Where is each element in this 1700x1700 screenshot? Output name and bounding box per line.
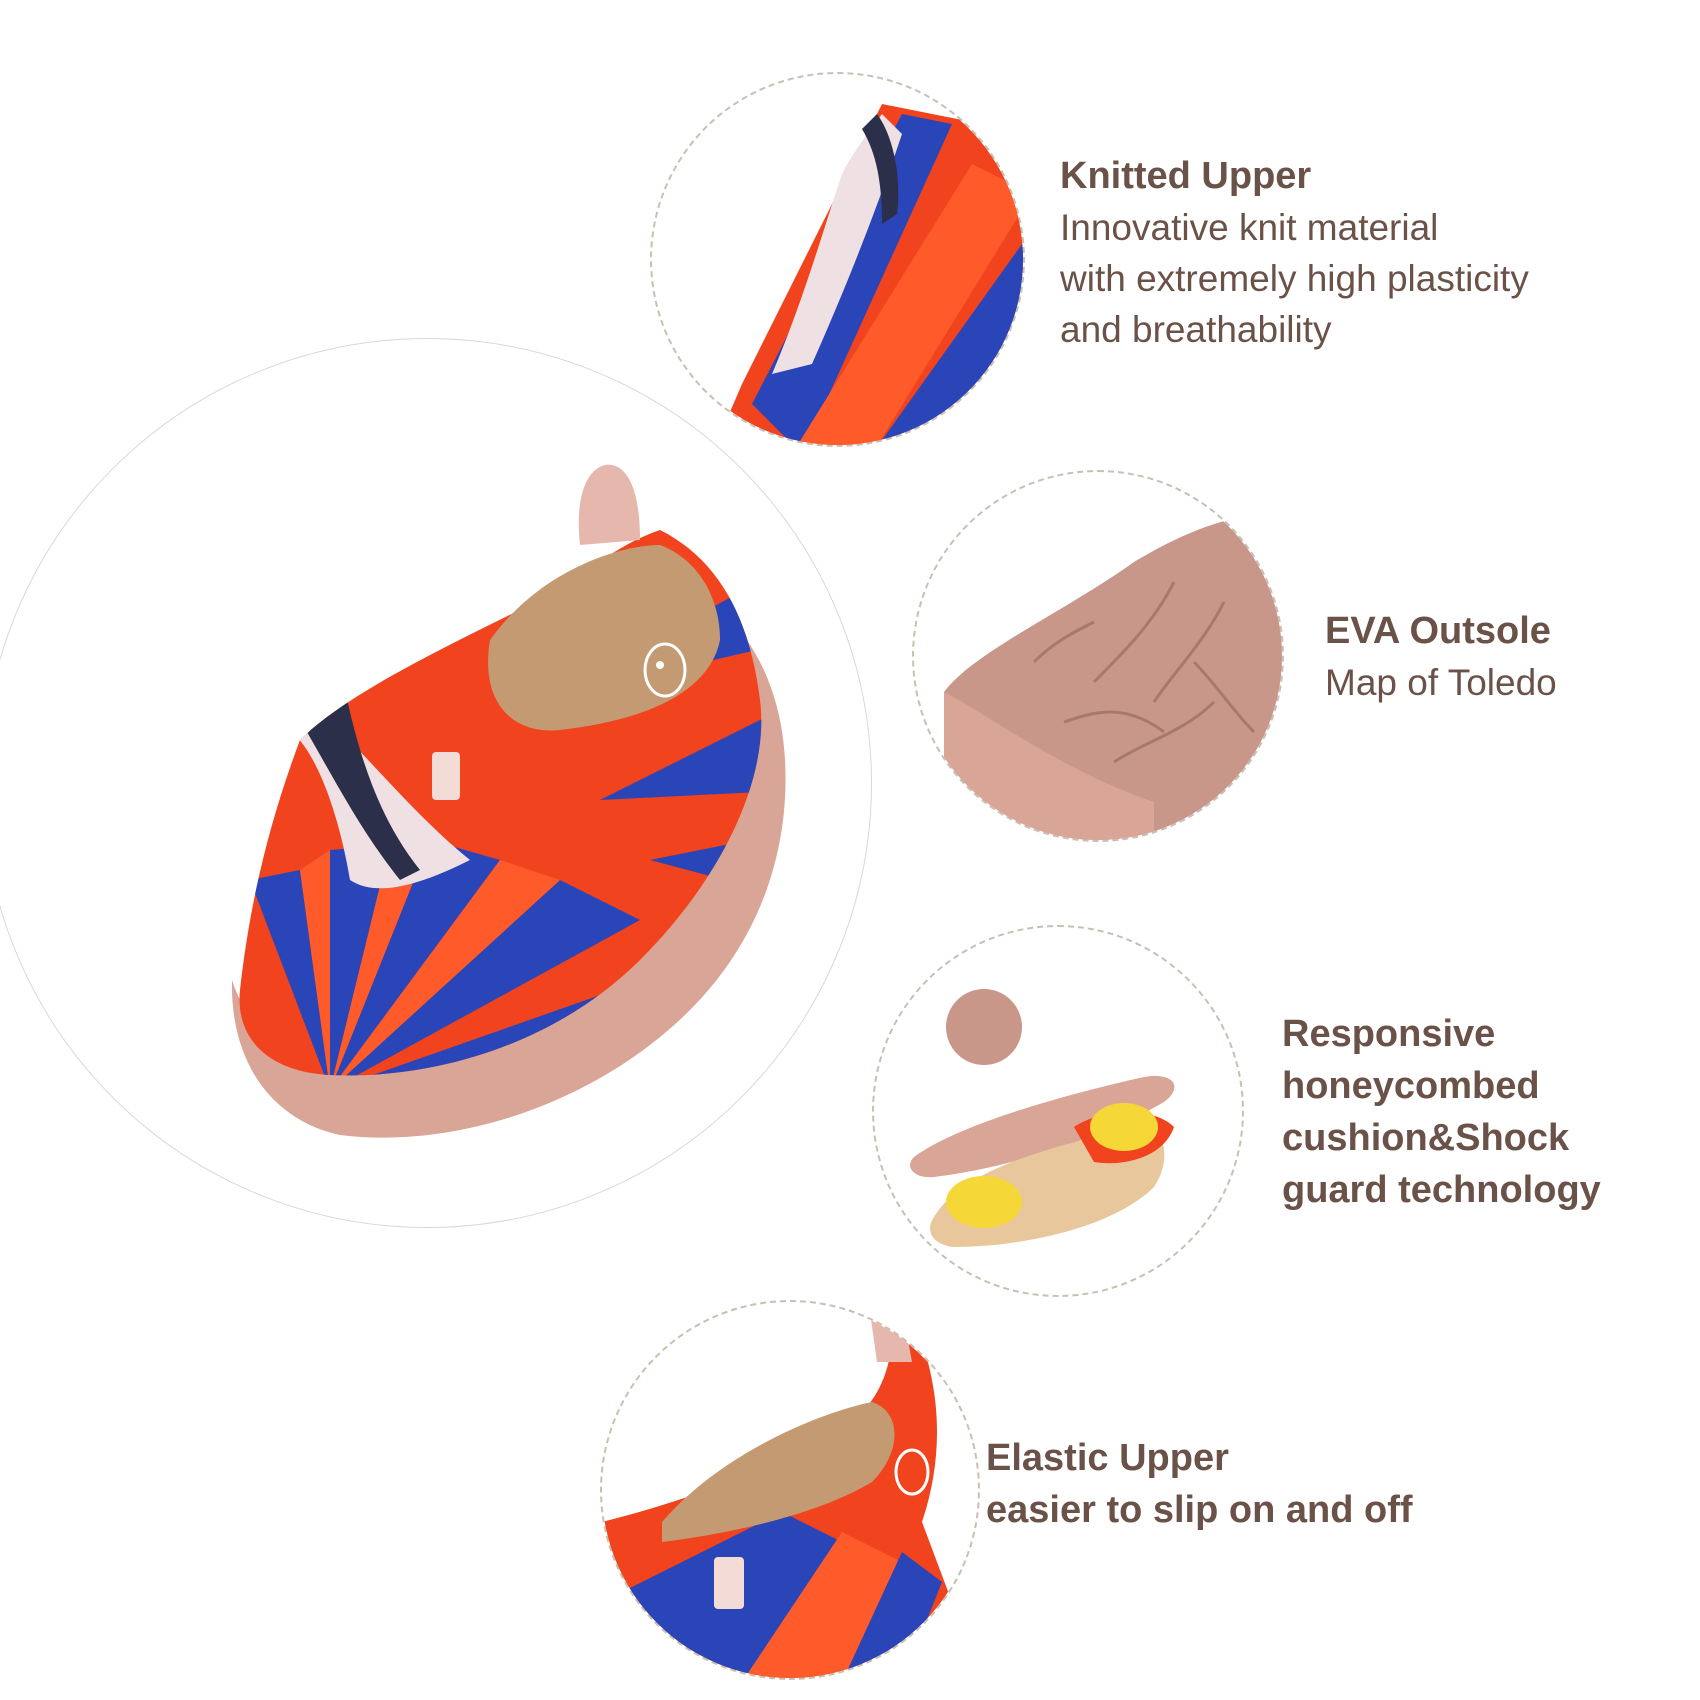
insole-circle (872, 925, 1244, 1297)
feature-desc-line: with extremely high plasticity (1060, 258, 1529, 299)
feature-title: Elastic Upper (986, 1437, 1229, 1479)
eva-outsole-circle (912, 470, 1284, 842)
knitted-upper-image (715, 104, 1023, 445)
feature-title-line: honeycombed (1282, 1065, 1540, 1107)
feature-desc-line: and breathability (1060, 309, 1332, 350)
feature-knitted-upper: Knitted Upper Innovative knit material w… (1060, 150, 1529, 355)
eva-outsole-image (944, 512, 1282, 840)
knitted-upper-circle (650, 72, 1025, 447)
feature-title: Knitted Upper (1060, 155, 1312, 197)
feature-title-line: cushion&Shock (1282, 1117, 1570, 1159)
feature-desc-line: Innovative knit material (1060, 207, 1439, 248)
elastic-upper-image (602, 1302, 978, 1678)
feature-subtitle: easier to slip on and off (986, 1489, 1413, 1531)
feature-desc-line: Map of Toledo (1325, 662, 1557, 703)
feature-title: EVA Outsole (1325, 610, 1551, 652)
feature-title-line: guard technology (1282, 1169, 1601, 1211)
insole-image (910, 989, 1175, 1247)
elastic-upper-circle (600, 1300, 980, 1680)
main-shoe-circle (0, 338, 872, 1228)
feature-eva-outsole: EVA Outsole Map of Toledo (1325, 605, 1557, 708)
feature-cushion: Responsive honeycombed cushion&Shock gua… (1282, 1008, 1601, 1216)
feature-elastic-upper: Elastic Upper easier to slip on and off (986, 1432, 1413, 1536)
feature-title-line: Responsive (1282, 1013, 1496, 1055)
